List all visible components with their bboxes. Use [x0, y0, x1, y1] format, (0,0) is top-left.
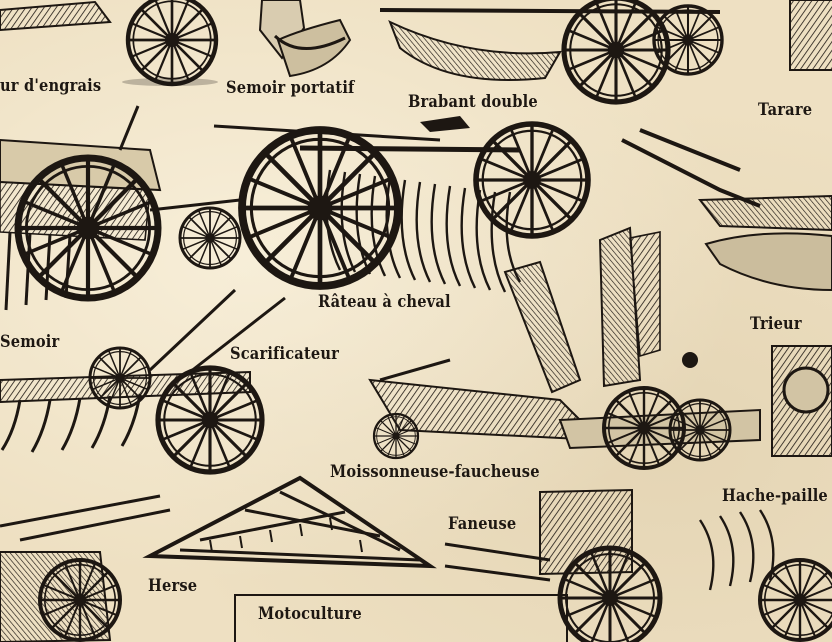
caption-fertilizer-spreader: ur d'engrais [0, 76, 102, 96]
seed-sorter-illustration [771, 345, 832, 457]
hay-tedder-illustration [444, 488, 832, 642]
caption-horse-rake: Râteau à cheval [318, 292, 451, 312]
harrow-illustration [142, 475, 437, 569]
caption-winnowing-machine: Tarare [758, 100, 813, 120]
caption-motoculture: Motoculture [258, 604, 362, 624]
caption-reaper-mower: Moissonneuse-faucheuse [330, 462, 540, 482]
fertilizer-spreader-illustration [0, 0, 218, 86]
caption-hand-seeder: Semoir portatif [226, 78, 355, 98]
caption-seed-sorter: Trieur [750, 314, 802, 334]
roller-illustration [0, 494, 171, 642]
plough-illustration [621, 128, 832, 292]
horse-rake-illustration [214, 116, 588, 292]
scarifier-illustration [0, 288, 285, 472]
caption-double-plough: Brabant double [408, 92, 538, 112]
caption-harrow: Herse [148, 576, 198, 596]
hand-seeder-illustration [258, 0, 352, 78]
caption-seed-drill: Semoir [0, 332, 60, 352]
seed-drill-illustration [0, 105, 240, 310]
caption-hay-tedder: Faneuse [448, 514, 517, 534]
caption-scarifier: Scarificateur [230, 344, 340, 364]
motoculture-frame [234, 594, 568, 642]
reaper-mower-illustration [370, 226, 761, 468]
caption-chaff-cutter: Hache-paille [722, 486, 828, 506]
double-plough-illustration [379, 0, 722, 102]
winnowing-machine-illustration [789, 0, 832, 71]
